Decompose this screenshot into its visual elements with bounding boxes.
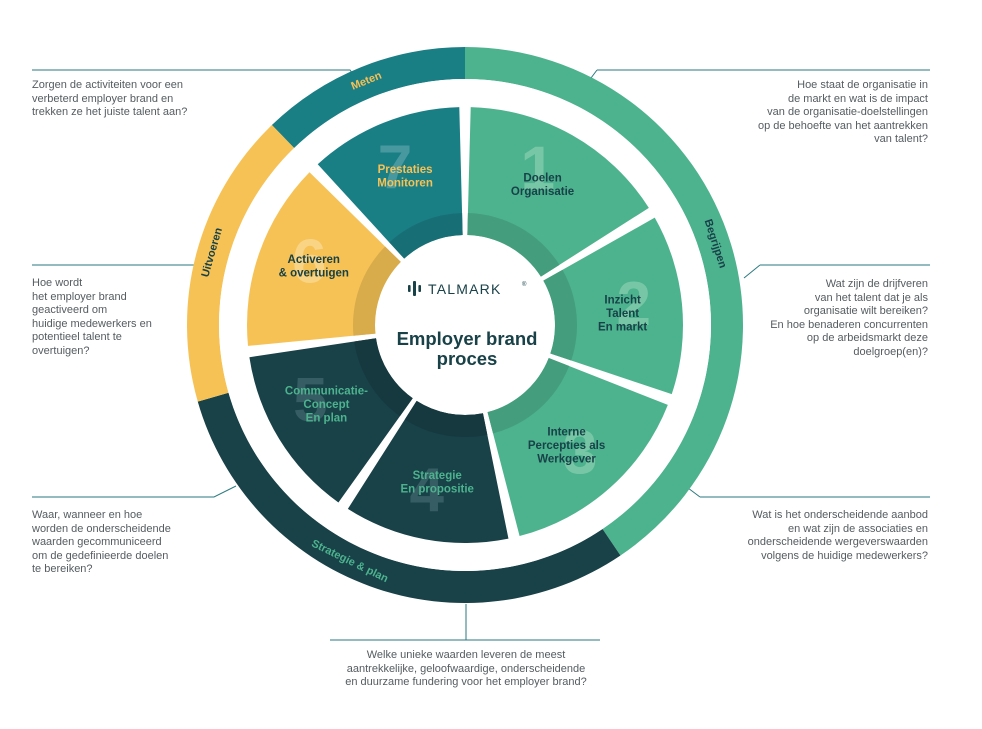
step-title-1-line-1: Doelen xyxy=(523,172,561,184)
connector-line xyxy=(743,264,761,279)
phase-arc-1 xyxy=(271,47,465,149)
step-wedges xyxy=(247,107,683,543)
question-uitvoeren: Hoe wordt het employer brand geactiveerd… xyxy=(32,277,152,357)
step-inner-band-7 xyxy=(389,213,463,259)
step-wedge-2 xyxy=(543,217,683,395)
step-title-3-line-2: Percepties als xyxy=(528,440,605,452)
step-inner-band-2 xyxy=(543,269,577,361)
step-title-6-line-1: Activeren xyxy=(288,254,340,266)
step-title-4-line-2: En propositie xyxy=(400,483,473,495)
step-title-5-line-3: En plan xyxy=(306,413,348,425)
phase-arc-2 xyxy=(465,47,744,556)
connector-line xyxy=(687,487,701,498)
step-title-5-line-2: Concept xyxy=(303,399,349,411)
connector-line xyxy=(32,485,237,498)
step-title-2-line-2: Talent xyxy=(606,308,639,320)
step-title-4-line-1: Strategie xyxy=(413,470,462,482)
phase-arc-3 xyxy=(197,392,621,604)
step-title-3-line-3: Werkgever xyxy=(537,454,596,466)
step-inner-band-6 xyxy=(353,246,401,336)
step-title-1-line-2: Organisatie xyxy=(511,186,574,198)
step-number-4: 4 xyxy=(410,456,445,525)
talmark-logo-icon xyxy=(408,281,421,296)
center-title-line-1: Employer brand xyxy=(397,328,538,349)
step-number-1: 1 xyxy=(520,135,554,204)
question-percepties: Wat is het onderscheidende aanbod en wat… xyxy=(747,509,928,562)
question-doelen: Hoe staat de organisatie in de markt en … xyxy=(757,79,928,145)
step-title-7-line-1: Prestaties xyxy=(378,164,433,176)
question-meten: Zorgen de activiteiten voor een verbeter… xyxy=(32,79,188,118)
center-title-line-2: proces xyxy=(437,348,498,369)
talmark-logo: TALMARK ® xyxy=(408,281,527,297)
step-title-7-line-2: Monitoren xyxy=(377,177,433,189)
question-inzicht: Wat zijn de drijfveren van het talent da… xyxy=(770,278,928,358)
step-title-2-line-3: En markt xyxy=(598,321,647,333)
question-communicatie: Waar, wanneer en hoe worden de ondersche… xyxy=(32,509,171,575)
step-title-2-line-1: Inzicht xyxy=(604,294,641,306)
step-title-5-line-1: Communicatie- xyxy=(285,386,368,398)
step-number-6: 6 xyxy=(292,228,326,297)
step-title-3-line-1: Interne xyxy=(547,427,585,439)
talmark-logo-mark: ® xyxy=(522,281,527,288)
step-number-2: 2 xyxy=(616,270,650,339)
step-inner-band-4 xyxy=(404,400,488,437)
center-hub: TALMARK ® Employer brand proces xyxy=(379,239,551,411)
phase-arc-4 xyxy=(187,125,295,402)
step-inner-band-1 xyxy=(467,213,560,277)
step-number-3: 3 xyxy=(563,418,597,487)
step-inner-band-5 xyxy=(354,338,413,417)
question-propositie: Welke unieke waarden leveren de meest aa… xyxy=(345,649,587,688)
talmark-logo-text: TALMARK xyxy=(428,281,502,297)
step-number-7: 7 xyxy=(378,133,412,202)
step-inner-band-3 xyxy=(487,357,570,434)
step-title-6-line-2: & overtuigen xyxy=(279,268,349,280)
center-circle xyxy=(379,239,551,411)
step-number-5: 5 xyxy=(293,366,327,435)
